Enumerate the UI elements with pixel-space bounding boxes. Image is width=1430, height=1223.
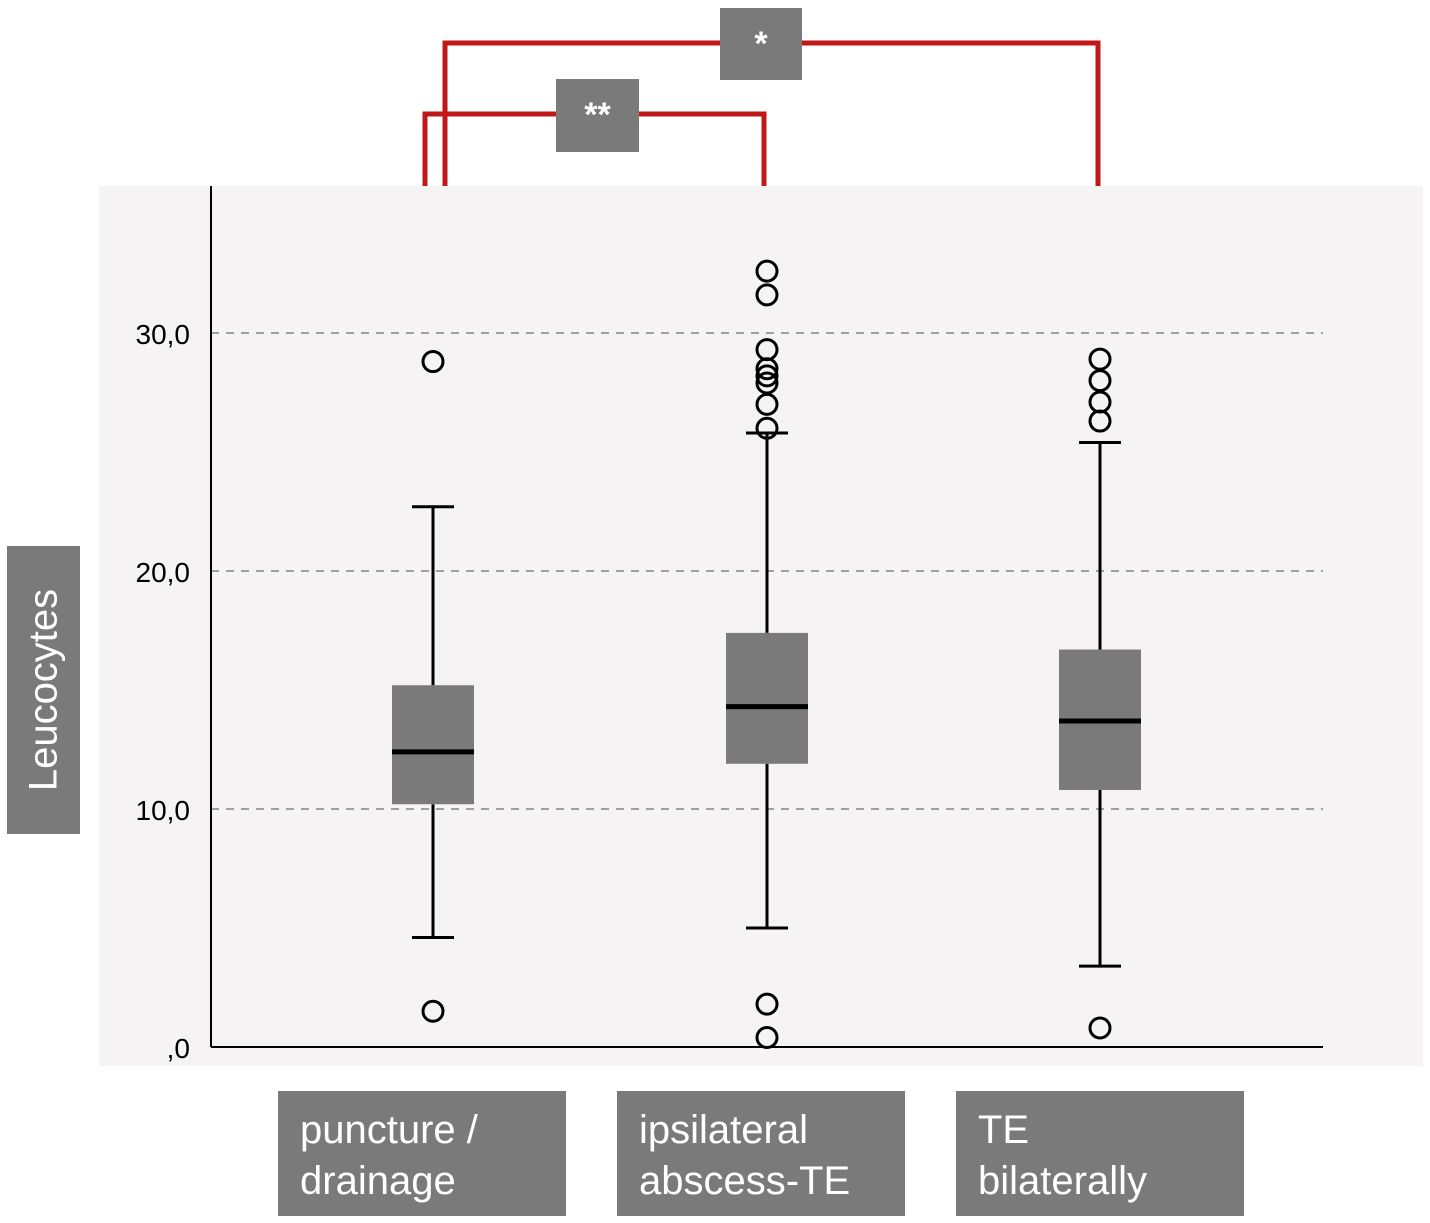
y-axis-label: Leucocytes [21,588,65,792]
outlier-point [755,371,779,395]
category-label-puncture-drainage: puncture / drainage [278,1091,566,1216]
outlier-point [755,338,779,362]
outlier-point [1088,1016,1112,1040]
y-tick-labels: ,0 10,0 20,0 30,0 [136,319,191,1064]
outlier-point [755,259,779,283]
y-tick-label: ,0 [167,1033,190,1064]
iqr-box [392,685,474,805]
outlier-point [755,416,779,440]
y-tick-label: 30,0 [136,319,191,350]
category-label-line: bilaterally [978,1159,1147,1203]
box-group [1059,347,1141,1040]
y-axis-label-box: Leucocytes [7,546,80,834]
box-group [392,350,474,1023]
iqr-box [726,632,808,764]
outlier-point [755,283,779,307]
outlier-point [755,1025,779,1049]
plot-background [99,186,1423,1066]
box-group [726,259,808,1049]
significance-label-double-star: ** [556,79,639,152]
outlier-point [755,992,779,1016]
outlier-point [755,364,779,388]
y-tick-label: 20,0 [136,557,191,588]
outlier-point [421,350,445,374]
y-tick-label: 10,0 [136,795,191,826]
outlier-point [1088,347,1112,371]
category-label-line: TE [978,1108,1030,1152]
category-label-ipsilateral-abscess-te: ipsilateral abscess-TE [617,1091,905,1216]
category-label-line: ipsilateral [639,1108,808,1152]
significance-label-single-star: * [720,8,802,80]
category-label-line: puncture / [300,1108,478,1152]
box-series [392,259,1141,1049]
category-label-line: drainage [300,1159,456,1203]
category-label-line: abscess-TE [639,1159,851,1203]
category-label-te-bilaterally: TE bilaterally [956,1091,1244,1216]
outlier-point [421,999,445,1023]
